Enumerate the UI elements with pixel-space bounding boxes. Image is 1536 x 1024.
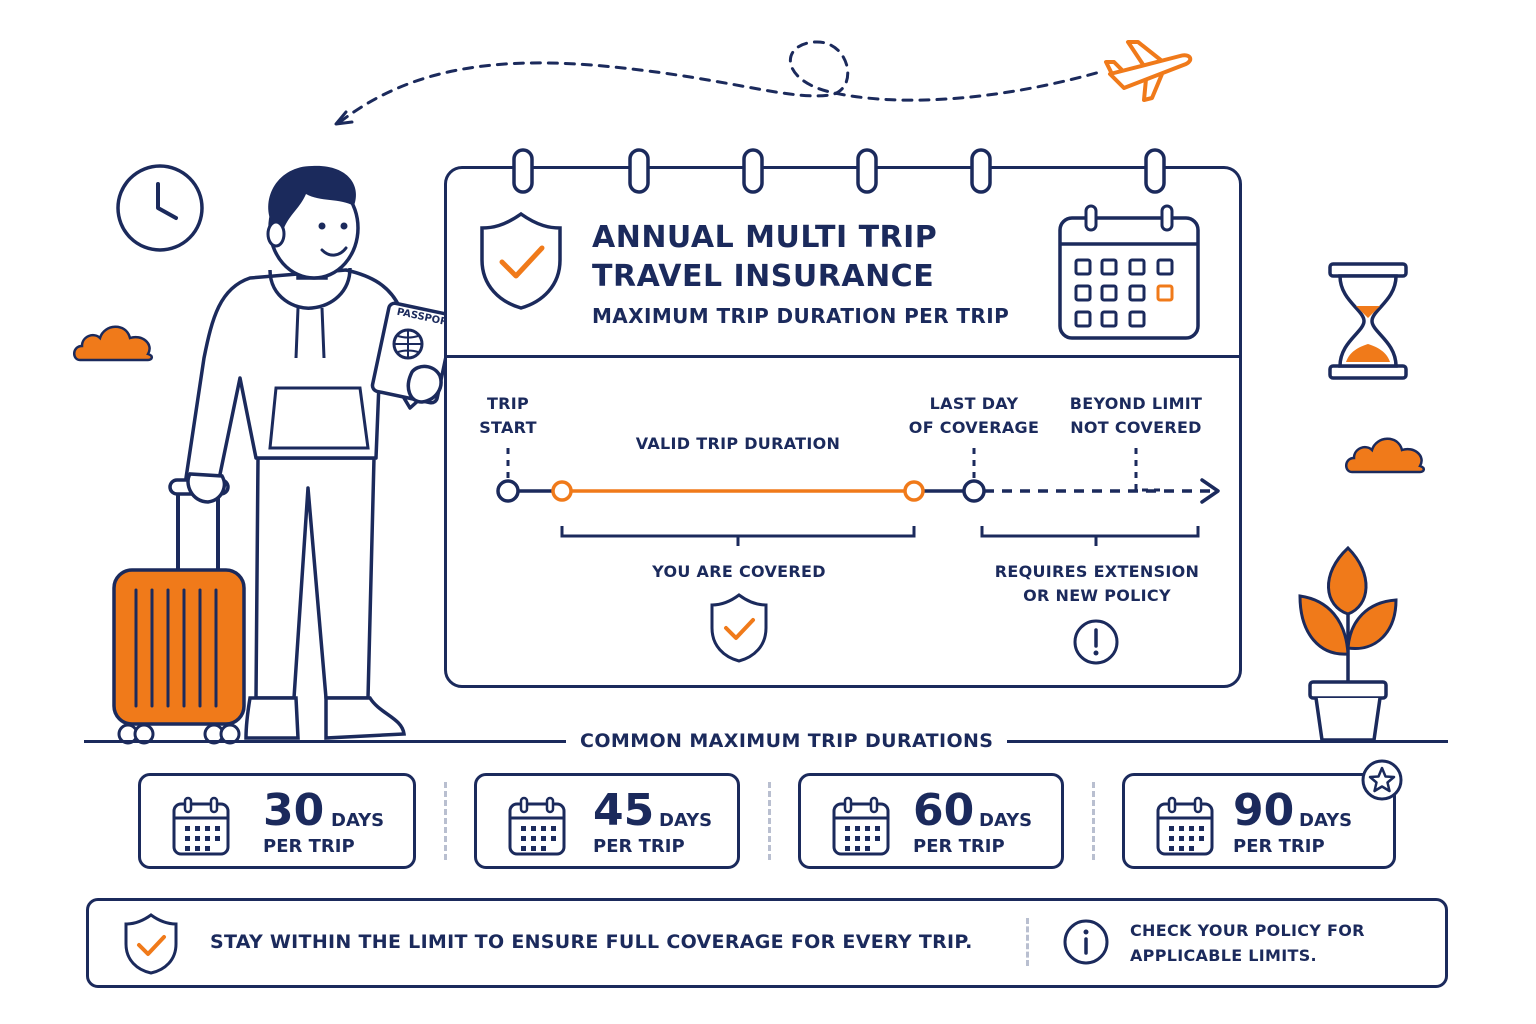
calendar-icon	[832, 796, 890, 856]
duration-unit: DAYS	[979, 810, 1033, 831]
shield-check-icon	[124, 913, 178, 975]
suitcase-icon	[112, 478, 246, 745]
calendar-icon	[1058, 204, 1200, 340]
clock-icon	[116, 164, 204, 252]
cloud-icon	[73, 325, 153, 362]
shield-check-icon	[480, 211, 562, 310]
duration-per-trip: PER TRIP	[263, 836, 355, 857]
duration-value: 45	[593, 785, 655, 836]
duration-card-45: 45 DAYS PER TRIP	[474, 773, 740, 869]
you-are-covered-label: YOU ARE COVERED	[652, 562, 826, 581]
hourglass-icon	[1328, 262, 1408, 380]
plant-icon	[1298, 545, 1398, 742]
calendar-icon	[172, 796, 230, 856]
coverage-timeline	[496, 448, 1220, 546]
footer-banner	[86, 898, 1448, 988]
page-title: ANNUAL MULTI TRIP TRAVEL INSURANCE	[592, 218, 937, 296]
beyond-limit-label: BEYOND LIMIT NOT COVERED	[1069, 394, 1203, 437]
duration-per-trip: PER TRIP	[1233, 836, 1325, 857]
duration-per-trip: PER TRIP	[913, 836, 1005, 857]
header-divider	[447, 355, 1239, 358]
duration-value: 30	[263, 785, 325, 836]
card-separator	[1092, 782, 1095, 860]
duration-unit: DAYS	[1299, 810, 1353, 831]
card-separator	[444, 782, 447, 860]
flight-path	[334, 40, 1102, 126]
duration-card-90: 90 DAYS PER TRIP	[1122, 773, 1396, 869]
title-line-2: TRAVEL INSURANCE	[592, 259, 935, 294]
calendar-icon	[1156, 796, 1214, 856]
duration-unit: DAYS	[331, 810, 385, 831]
title-line-1: ANNUAL MULTI TRIP	[592, 220, 938, 255]
duration-unit: DAYS	[659, 810, 713, 831]
footer-message: STAY WITHIN THE LIMIT TO ENSURE FULL COV…	[210, 931, 973, 953]
valid-duration-label: VALID TRIP DURATION	[635, 434, 841, 453]
star-icon	[1361, 759, 1403, 801]
requires-extension-label: REQUIRES EXTENSION OR NEW POLICY	[994, 562, 1200, 605]
calendar-rings	[512, 148, 1166, 194]
durations-section-title: COMMON MAXIMUM TRIP DURATIONS	[566, 730, 1008, 752]
trip-start-label: TRIP START	[479, 394, 537, 437]
traveler-illustration: PASSPORT	[112, 165, 456, 745]
duration-card-30: 30 DAYS PER TRIP	[138, 773, 416, 869]
footer-note: CHECK YOUR POLICY FOR APPLICABLE LIMITS.	[1130, 921, 1365, 965]
shield-check-icon	[710, 593, 768, 663]
alert-icon	[1073, 619, 1119, 665]
duration-value: 90	[1233, 785, 1295, 836]
card-separator	[768, 782, 771, 860]
last-day-label: LAST DAY OF COVERAGE	[908, 394, 1040, 437]
airplane-icon	[1104, 40, 1193, 102]
info-icon	[1063, 919, 1109, 965]
page-subtitle: MAXIMUM TRIP DURATION PER TRIP	[592, 304, 1010, 328]
footer-divider	[1026, 918, 1029, 966]
cloud-icon	[1345, 437, 1425, 474]
calendar-icon	[508, 796, 566, 856]
duration-value: 60	[913, 785, 975, 836]
duration-per-trip: PER TRIP	[593, 836, 685, 857]
duration-card-60: 60 DAYS PER TRIP	[798, 773, 1064, 869]
